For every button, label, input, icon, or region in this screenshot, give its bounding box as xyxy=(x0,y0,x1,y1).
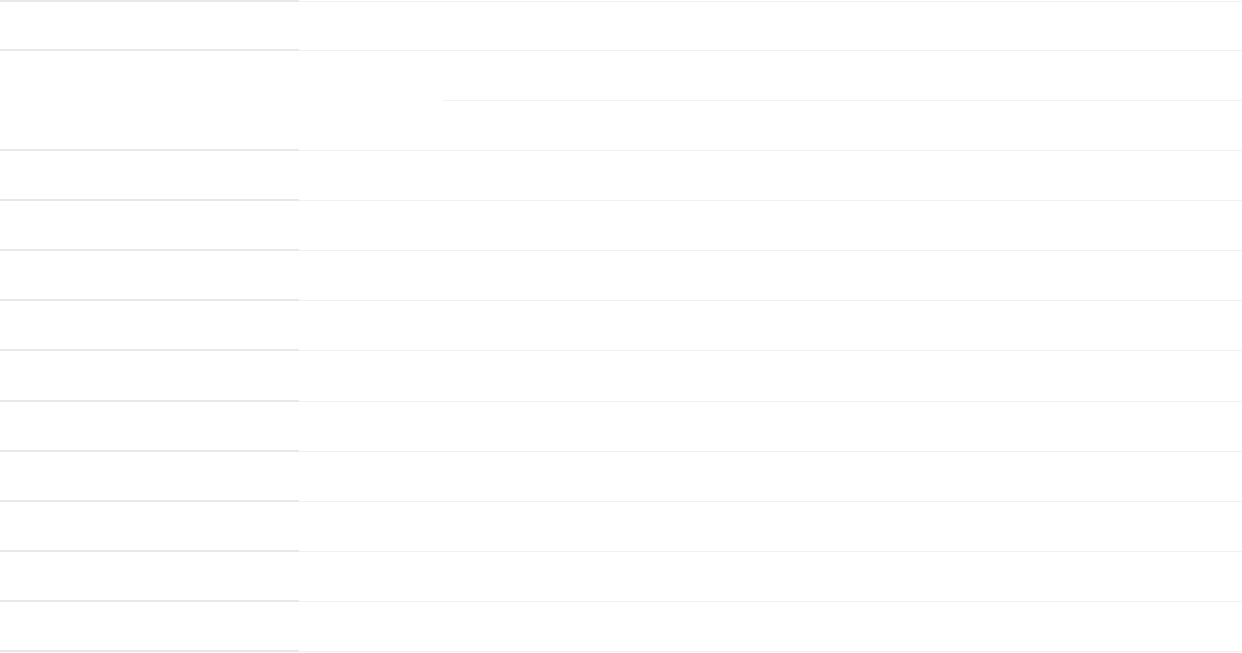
right-row-divider xyxy=(299,501,1242,502)
right-row-divider xyxy=(299,350,1242,351)
table-row xyxy=(0,51,1242,151)
right-row-divider xyxy=(299,1,1242,2)
right-row-divider xyxy=(299,200,1242,201)
left-row-divider xyxy=(0,349,299,351)
right-row-divider xyxy=(299,651,1242,652)
left-row-divider xyxy=(0,149,299,151)
right-row-divider xyxy=(299,601,1242,602)
table-row xyxy=(0,0,1242,50)
left-row-divider xyxy=(0,49,299,51)
right-row-divider xyxy=(299,401,1242,402)
right-row-divider xyxy=(299,150,1242,151)
right-row-divider xyxy=(299,50,1242,51)
table-row xyxy=(0,351,1242,401)
right-row-divider xyxy=(299,250,1242,251)
right-row-divider xyxy=(299,551,1242,552)
left-row-divider xyxy=(0,550,299,552)
table-row xyxy=(0,301,1242,351)
table-row xyxy=(0,551,1242,601)
left-row-divider xyxy=(0,249,299,251)
left-row-divider xyxy=(0,450,299,452)
right-row-divider xyxy=(299,300,1242,301)
left-row-divider xyxy=(0,199,299,201)
left-row-divider xyxy=(0,600,299,602)
table-row xyxy=(0,251,1242,301)
inner-row-divider xyxy=(443,100,1242,101)
table-row xyxy=(0,601,1242,651)
left-row-divider xyxy=(0,0,299,2)
left-row-divider xyxy=(0,400,299,402)
table-row xyxy=(0,501,1242,551)
table-row xyxy=(0,401,1242,451)
right-row-divider xyxy=(299,451,1242,452)
table-row xyxy=(0,151,1242,201)
left-row-divider xyxy=(0,650,299,652)
left-row-divider xyxy=(0,299,299,301)
table-row xyxy=(0,451,1242,501)
table-row xyxy=(0,201,1242,251)
left-row-divider xyxy=(0,500,299,502)
